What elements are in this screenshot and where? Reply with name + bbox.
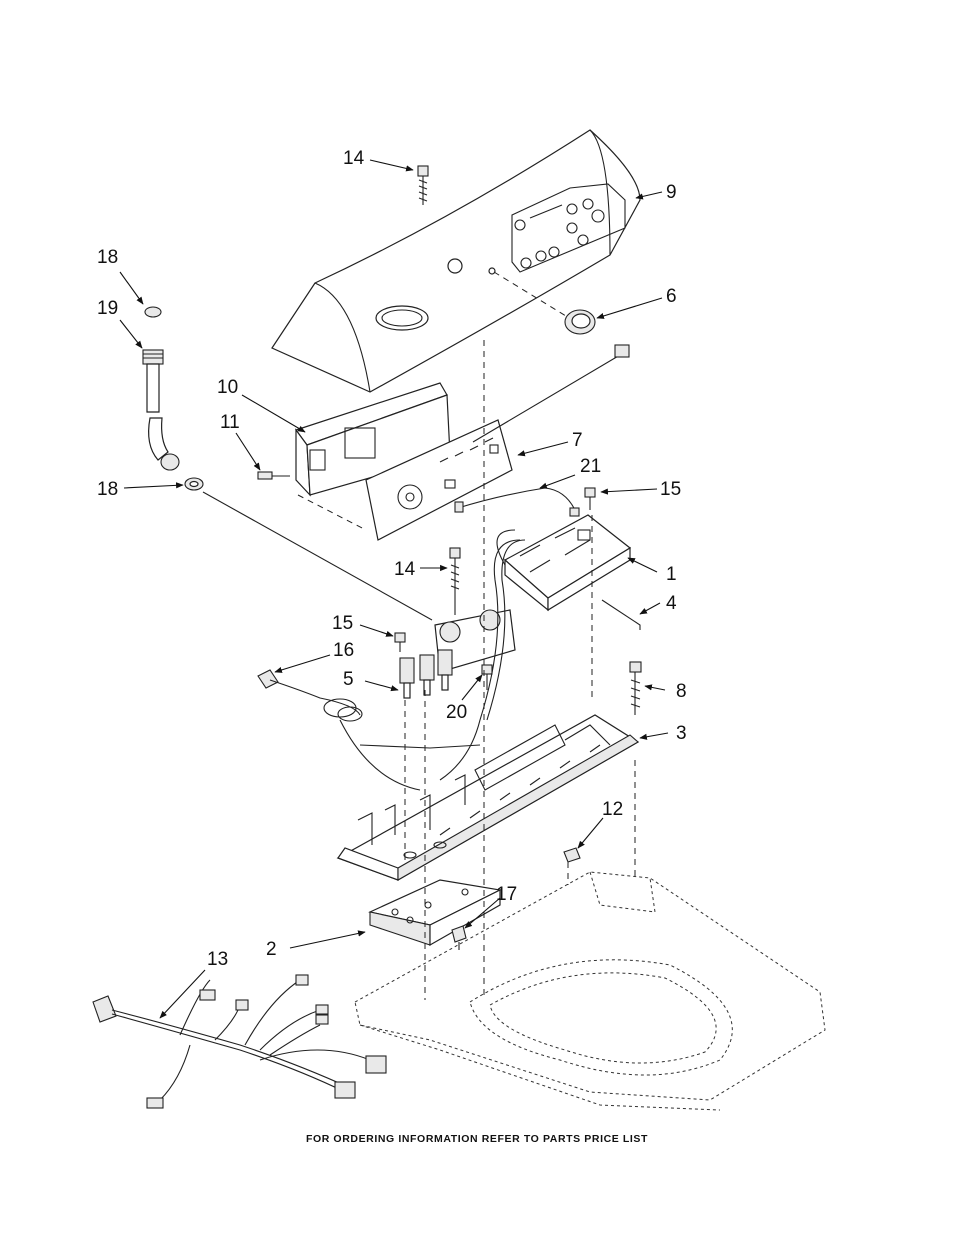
callout-21: 21 xyxy=(580,456,601,477)
control-module xyxy=(497,515,630,610)
screw-right xyxy=(585,488,595,510)
wire-rod xyxy=(602,600,640,630)
clip xyxy=(564,848,580,862)
console-base xyxy=(338,715,638,880)
clip-small xyxy=(452,926,466,950)
callout-4: 4 xyxy=(666,593,677,614)
callout-14-top: 14 xyxy=(343,148,365,169)
callout-5: 5 xyxy=(343,669,354,690)
mounting-plate xyxy=(370,880,500,945)
callout-18-top: 18 xyxy=(97,247,118,268)
callout-3: 3 xyxy=(676,723,687,744)
screw-top xyxy=(418,166,428,205)
main-wire-harness xyxy=(93,975,386,1108)
callout-9: 9 xyxy=(666,182,677,203)
callout-11: 11 xyxy=(220,412,240,433)
callout-18-left: 18 xyxy=(97,479,118,500)
callout-13: 13 xyxy=(207,949,228,970)
inlet-hose xyxy=(143,307,203,490)
callout-12: 12 xyxy=(602,799,623,820)
callout-17: 17 xyxy=(496,884,517,905)
callout-19: 19 xyxy=(97,298,118,319)
callout-20: 20 xyxy=(446,702,467,723)
callout-10: 10 xyxy=(217,377,238,398)
callout-16: 16 xyxy=(333,640,354,661)
wire-harness-small xyxy=(455,488,579,516)
screw-middle xyxy=(450,548,460,615)
callout-2: 2 xyxy=(266,939,277,960)
screw-long xyxy=(630,662,641,715)
ordering-info-footer: FOR ORDERING INFORMATION REFER TO PARTS … xyxy=(0,1133,954,1145)
callout-6: 6 xyxy=(666,286,677,307)
callout-15-left: 15 xyxy=(332,613,353,634)
callout-15-right: 15 xyxy=(660,479,681,500)
callout-1: 1 xyxy=(666,564,677,585)
callout-14-middle: 14 xyxy=(394,559,416,580)
console-panel xyxy=(272,130,640,392)
callout-8: 8 xyxy=(676,681,687,702)
callout-7: 7 xyxy=(572,430,583,451)
